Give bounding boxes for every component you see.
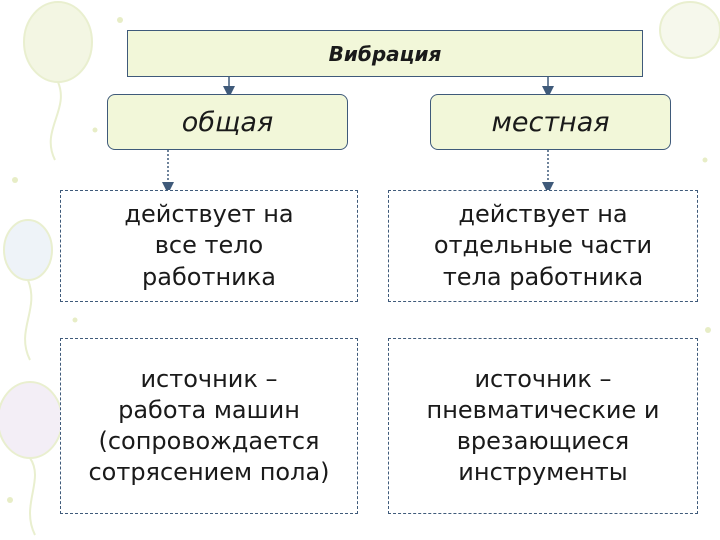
category-local: местная — [430, 94, 671, 150]
diagram-title: Вибрация — [127, 30, 643, 77]
general-source-box: источник – работа машин (сопровождается … — [60, 338, 358, 514]
category-general: общая — [107, 94, 348, 150]
general-property-box: действует на все тело работника — [60, 190, 358, 302]
local-property-box: действует на отдельные части тела работн… — [388, 190, 698, 302]
local-source-box: источник – пневматические и врезающиеся … — [388, 338, 698, 514]
